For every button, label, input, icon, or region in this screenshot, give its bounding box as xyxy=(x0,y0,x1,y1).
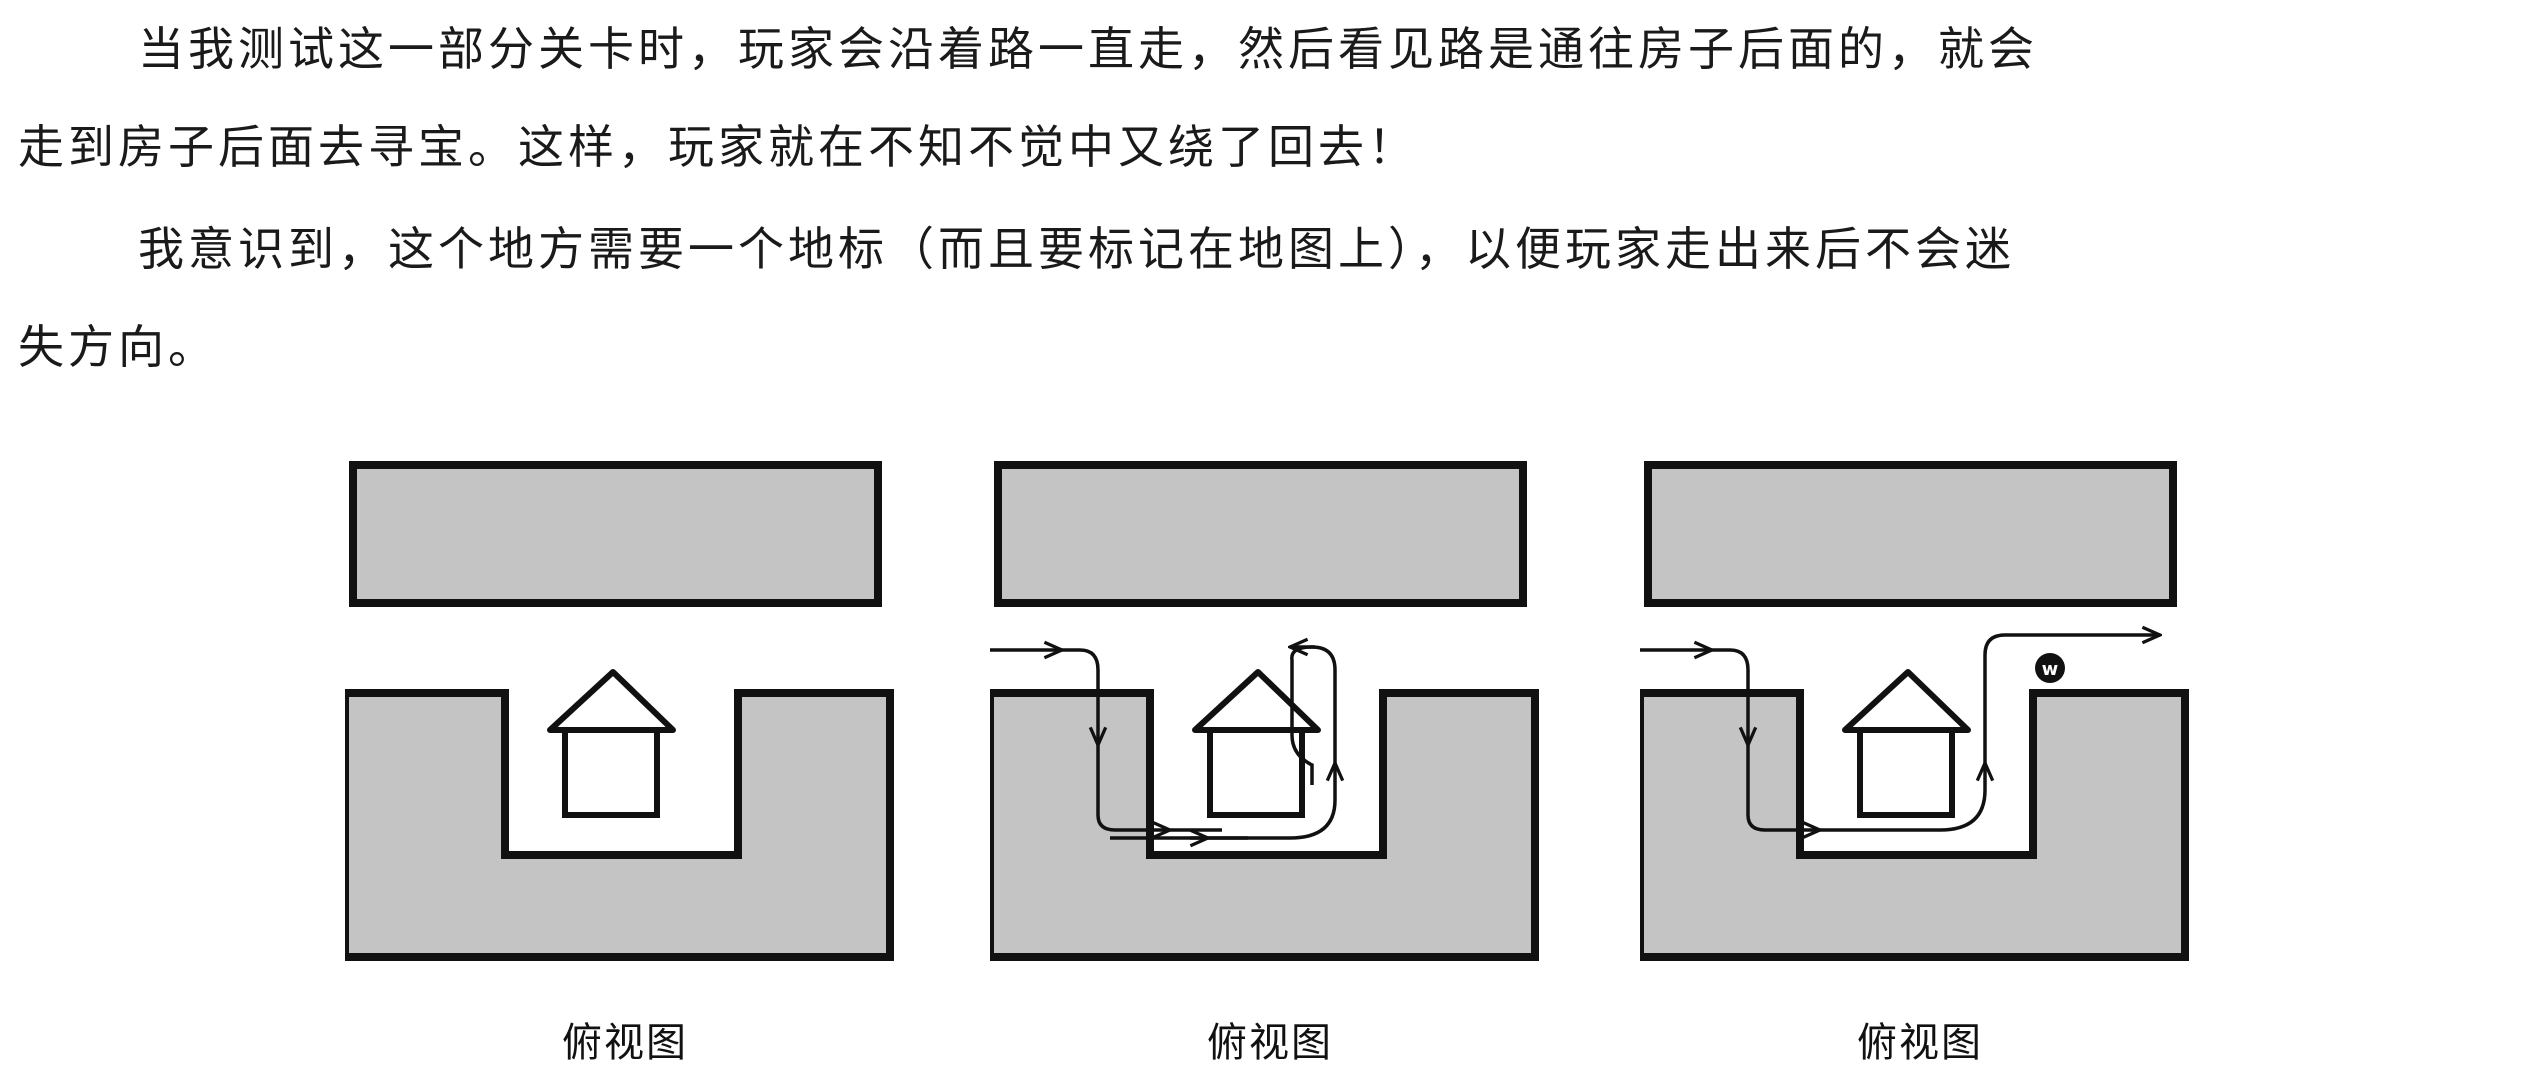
paragraph-2-line-1: 我意识到，这个地方需要一个地标（而且要标记在地图上），以便玩家走出来后不会迷 xyxy=(138,222,2015,276)
player-path xyxy=(990,647,1335,838)
map-diagram-1 xyxy=(345,461,894,961)
u-shaped-block xyxy=(990,689,1539,961)
house-icon xyxy=(1842,669,1971,818)
map-diagram-2 xyxy=(990,461,1539,961)
map-figure-1: 俯视图 xyxy=(345,455,905,1075)
paragraph-1-line-1: 当我测试这一部分关卡时，玩家会沿着路一直走，然后看见路是通往房子后面的，就会 xyxy=(138,22,2038,76)
figure-caption: 俯视图 xyxy=(1207,1020,1333,1066)
figure-caption: 俯视图 xyxy=(1857,1020,1983,1066)
u-shaped-block xyxy=(345,689,894,961)
u-shaped-block xyxy=(1640,689,2189,961)
player-path xyxy=(1640,635,2160,830)
landmark-marker: w xyxy=(2035,653,2065,683)
paragraph-2: 我意识到，这个地方需要一个地标（而且要标记在地图上），以便玩家走出来后不会迷 失… xyxy=(18,200,2518,396)
house-icon xyxy=(547,669,676,818)
paragraph-2-line-2: 失方向。 xyxy=(18,320,218,374)
landmark-label: w xyxy=(2042,659,2059,680)
figure-caption: 俯视图 xyxy=(562,1020,688,1066)
map-figure-2: 俯视图 xyxy=(990,455,1550,1075)
map-diagram-3: w xyxy=(1640,461,2189,961)
top-block xyxy=(349,461,882,607)
top-block xyxy=(994,461,1527,607)
map-figure-3: w 俯视图 xyxy=(1640,455,2200,1075)
paragraph-1-line-2: 走到房子后面去寻宝。这样，玩家就在不知不觉中又绕了回去！ xyxy=(18,120,1418,174)
paragraph-1: 当我测试这一部分关卡时，玩家会沿着路一直走，然后看见路是通往房子后面的，就会 走… xyxy=(18,0,2518,196)
house-icon xyxy=(1192,669,1321,818)
top-block xyxy=(1644,461,2177,607)
